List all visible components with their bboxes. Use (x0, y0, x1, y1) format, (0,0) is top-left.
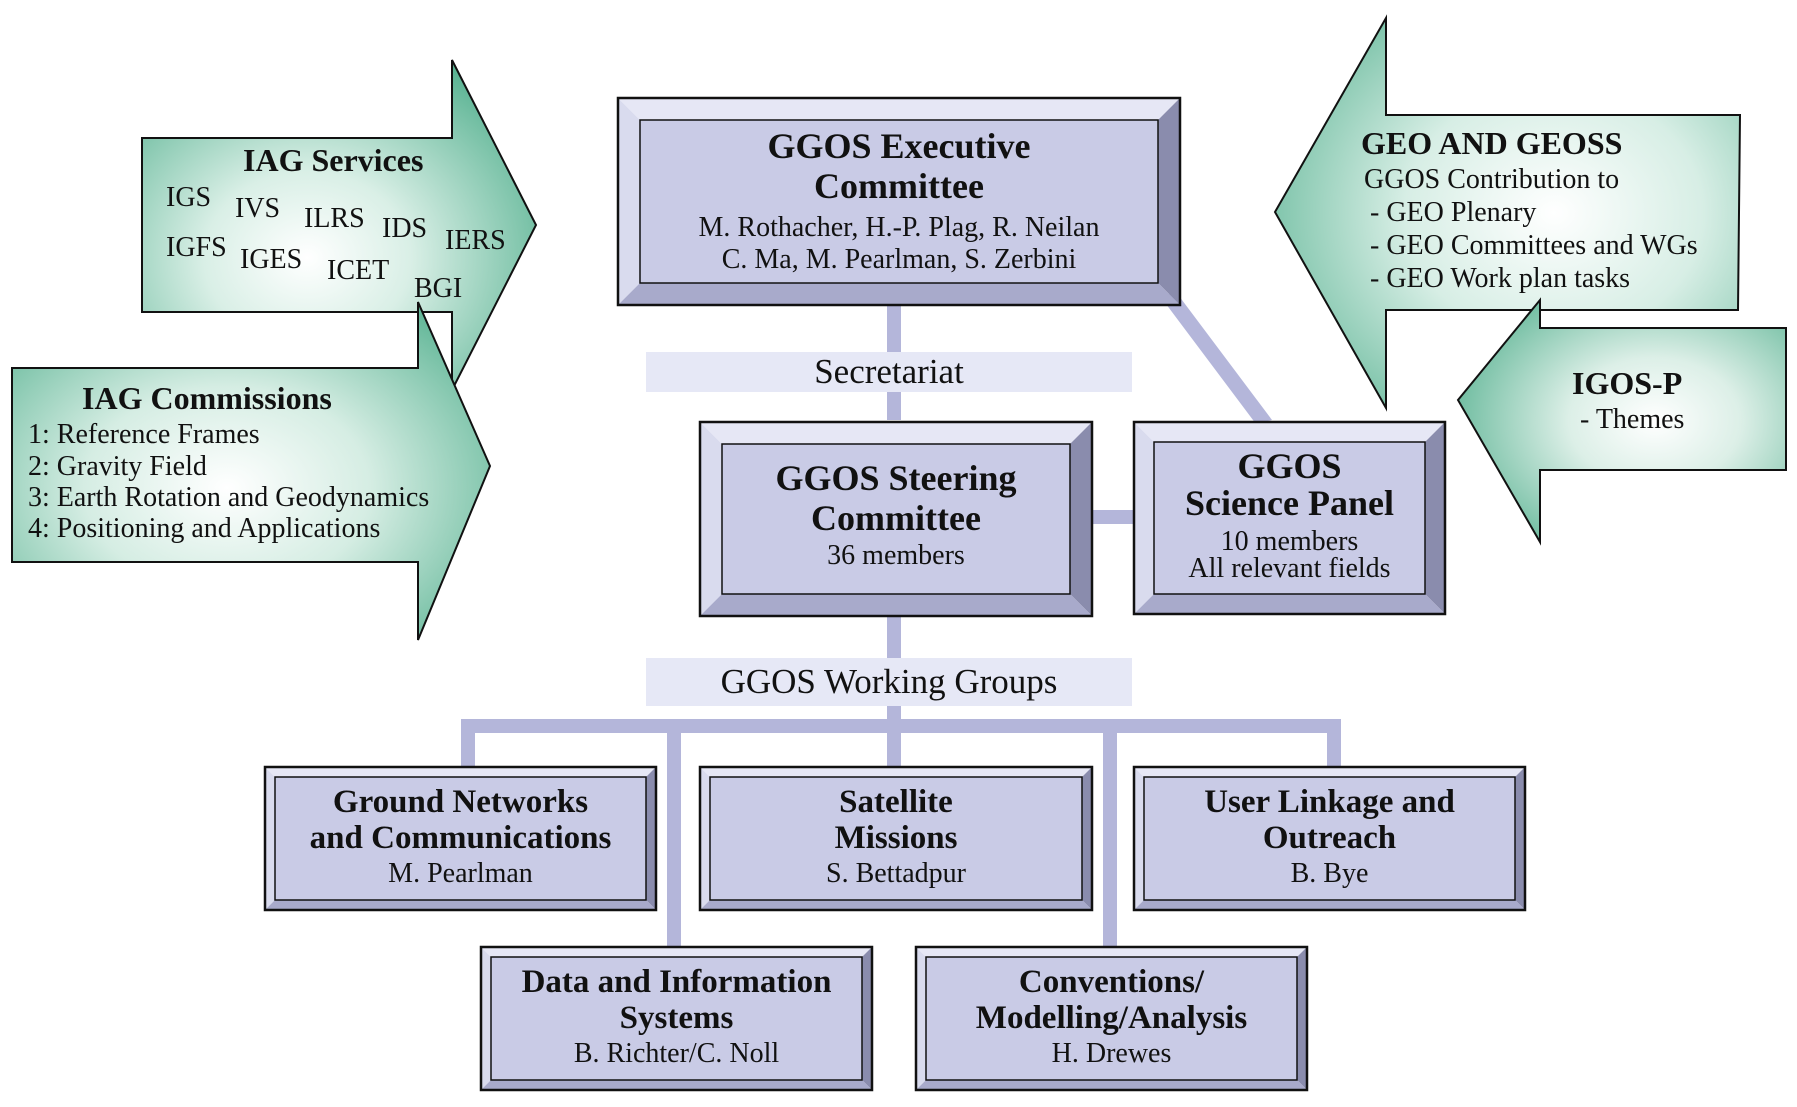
wg-user-title-line-2: Outreach (1262, 820, 1397, 856)
science-panel-line-2: All relevant fields (1188, 553, 1391, 584)
wg-satellite-lead: S. Bettadpur (826, 858, 966, 889)
wg-data-title-line-1: Data and Information (521, 964, 832, 1000)
connectors (461, 292, 1341, 947)
wg-ground-box-frame (263, 765, 658, 912)
wg-user-lead: B. Bye (1290, 858, 1369, 889)
commission-3: 3: Earth Rotation and Geodynamics (28, 482, 430, 513)
geo-geoss-intro: GGOS Contribution to (1364, 164, 1620, 195)
geo-geoss-item-1: - GEO Plenary (1370, 197, 1537, 228)
connector-wg-satellite (887, 719, 901, 767)
wg-conventions: Conventions/ Modelling/Analysis H. Drewe… (926, 964, 1297, 1070)
iag-commissions-arrow (11, 301, 492, 641)
wg-conventions-box-frame (914, 945, 1309, 1092)
executive-box: GGOS Executive Committee M. Rothacher, H… (640, 126, 1158, 276)
wg-conventions-lead: H. Drewes (1051, 1038, 1172, 1069)
igos-p-item: - Themes (1580, 404, 1685, 435)
wg-satellite-title-line-2: Missions (834, 820, 958, 856)
steering-members: 36 members (827, 540, 965, 571)
wg-user-linkage: User Linkage and Outreach B. Bye (1144, 784, 1515, 890)
working-groups-band (646, 658, 1132, 706)
wg-conventions-title-line-1: Conventions/ (1018, 964, 1205, 1000)
steering-title-line-1: GGOS Steering (775, 458, 1017, 498)
wg-conventions-title-line-2: Modelling/Analysis (975, 1000, 1248, 1036)
science-panel-line-1: 10 members (1220, 526, 1359, 557)
wg-user-box-frame (1132, 765, 1527, 912)
working-groups-label: GGOS Working Groups (720, 662, 1058, 701)
science-panel-title-line-1: GGOS (1237, 446, 1342, 486)
geo-geoss-item-2: - GEO Committees and WGs (1370, 230, 1698, 261)
geo-geoss-item-3: - GEO Work plan tasks (1370, 263, 1631, 294)
igos-p-arrow (1456, 297, 1787, 546)
connector-wg-conventions (1103, 719, 1117, 947)
igos-p-title: IGOS-P (1572, 365, 1683, 401)
executive-title-line-1: GGOS Executive (767, 126, 1031, 166)
commission-4: 4: Positioning and Applications (28, 513, 381, 544)
wg-ground-title-line-1: Ground Networks (332, 784, 589, 820)
connector-wg-ground (461, 719, 475, 767)
executive-members-line-1: M. Rothacher, H.-P. Plag, R. Neilan (698, 212, 1100, 243)
commission-2: 2: Gravity Field (28, 451, 207, 482)
service-igfs: IGFS (166, 232, 227, 263)
executive-box-frame (616, 96, 1182, 307)
wg-satellite-title-line-1: Satellite (839, 784, 953, 820)
science-panel-title-line-2: Science Panel (1185, 483, 1394, 523)
wg-satellite-missions: Satellite Missions S. Bettadpur (710, 784, 1082, 890)
executive-members-line-2: C. Ma, M. Pearlman, S. Zerbini (721, 244, 1077, 275)
wg-data-box-frame (479, 945, 874, 1092)
executive-title-line-2: Committee (814, 166, 984, 206)
iag-services-arrow (141, 59, 538, 391)
connector-steering-science (1086, 510, 1134, 524)
geo-geoss-title: GEO AND GEOSS (1361, 125, 1623, 161)
iag-services-title: IAG Services (243, 142, 424, 178)
science-panel-box-frame (1132, 420, 1447, 616)
steering-box-frame (698, 420, 1094, 618)
wg-data-title-line-2: Systems (619, 1000, 734, 1036)
steering-box: GGOS Steering Committee 36 members (722, 458, 1070, 572)
secretariat-label: Secretariat (814, 352, 964, 391)
service-ilrs: ILRS (304, 203, 365, 234)
secretariat-band (646, 352, 1132, 392)
service-bgi: BGI (414, 273, 463, 304)
service-icet: ICET (327, 255, 390, 286)
wg-user-title-line-1: User Linkage and (1204, 784, 1455, 820)
steering-title-line-2: Committee (811, 498, 981, 538)
geo-geoss-arrow (1273, 14, 1742, 412)
iag-commissions-title: IAG Commissions (82, 380, 332, 416)
service-iges: IGES (240, 244, 303, 275)
service-ids: IDS (382, 213, 428, 244)
service-ivs: IVS (235, 193, 281, 224)
service-iers: IERS (445, 225, 506, 256)
wg-satellite-box-frame (698, 765, 1094, 912)
commission-1: 1: Reference Frames (28, 419, 260, 450)
science-panel-box: GGOS Science Panel 10 members All releva… (1154, 446, 1425, 584)
wg-ground-title-line-2: and Communications (309, 820, 612, 856)
wg-data-lead: B. Richter/C. Noll (573, 1038, 780, 1069)
wg-ground-networks: Ground Networks and Communications M. Pe… (275, 784, 646, 890)
service-igs: IGS (166, 182, 212, 213)
connector-wg-data (667, 719, 681, 947)
connector-wg-user (1327, 719, 1341, 767)
wg-data-information: Data and Information Systems B. Richter/… (491, 964, 862, 1070)
connector-exec-science (1160, 292, 1272, 424)
wg-ground-lead: M. Pearlman (388, 858, 533, 889)
